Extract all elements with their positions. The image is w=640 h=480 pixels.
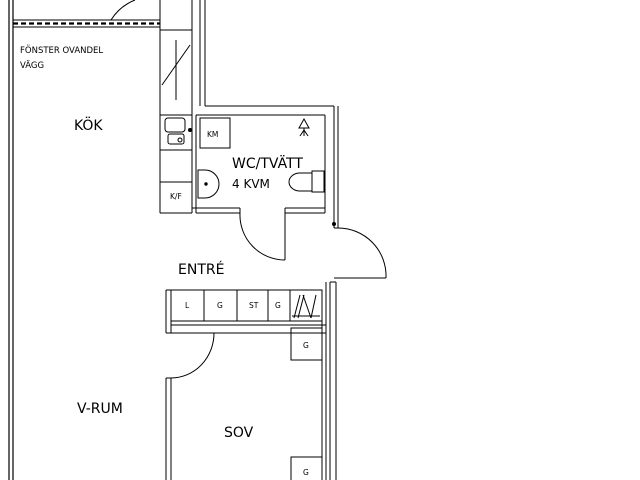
room-label-bedroom: SOV bbox=[224, 425, 254, 441]
bedroom-closet-top-label: G bbox=[303, 341, 309, 350]
stove bbox=[161, 40, 191, 100]
door-swing-bedroom bbox=[170, 332, 215, 379]
microwave-label: KM bbox=[207, 130, 218, 139]
closet-label-2: G bbox=[217, 301, 223, 310]
right-wall-lower bbox=[321, 281, 337, 480]
outer-wall-left bbox=[8, 0, 14, 480]
microwave-box bbox=[199, 117, 231, 149]
room-label-kitchen: KÖK bbox=[74, 116, 103, 134]
bedroom-closet-top bbox=[290, 327, 323, 361]
room-label-living-room: V-RUM bbox=[77, 401, 123, 417]
wc-washbasin bbox=[197, 169, 220, 199]
closet-label-3: ST bbox=[249, 301, 259, 310]
door-swing-kitchen-top bbox=[110, 0, 136, 21]
room-area-wc: 4 KVM bbox=[232, 177, 270, 191]
fridge-freezer-label: K/F bbox=[170, 192, 182, 201]
window-note-line2: VÄGG bbox=[20, 60, 44, 71]
hall-closets bbox=[165, 289, 326, 334]
vent-icon bbox=[298, 117, 310, 137]
closet-label-1: L bbox=[185, 301, 190, 310]
door-swing-wc bbox=[239, 212, 286, 261]
wc-toilet bbox=[288, 170, 325, 193]
bedroom-closet-bottom bbox=[290, 456, 323, 480]
door-swing-entrance bbox=[332, 222, 387, 279]
bedroom-closet-bottom-label: G bbox=[303, 468, 309, 477]
electrical-panel bbox=[292, 294, 320, 319]
wc-walls bbox=[192, 114, 326, 260]
kitchen-right-wall bbox=[199, 0, 339, 228]
kitchen-counter bbox=[159, 0, 193, 214]
kitchen-sink bbox=[164, 117, 192, 145]
window-wall-top bbox=[13, 19, 160, 28]
window-note-line1: FÖNSTER OVANDEL bbox=[20, 45, 103, 56]
bedroom-left-wall bbox=[165, 332, 214, 480]
room-label-entrance: ENTRÉ bbox=[178, 261, 224, 278]
room-label-wc: WC/TVÄTT bbox=[232, 154, 303, 172]
closet-label-4: G bbox=[275, 301, 281, 310]
